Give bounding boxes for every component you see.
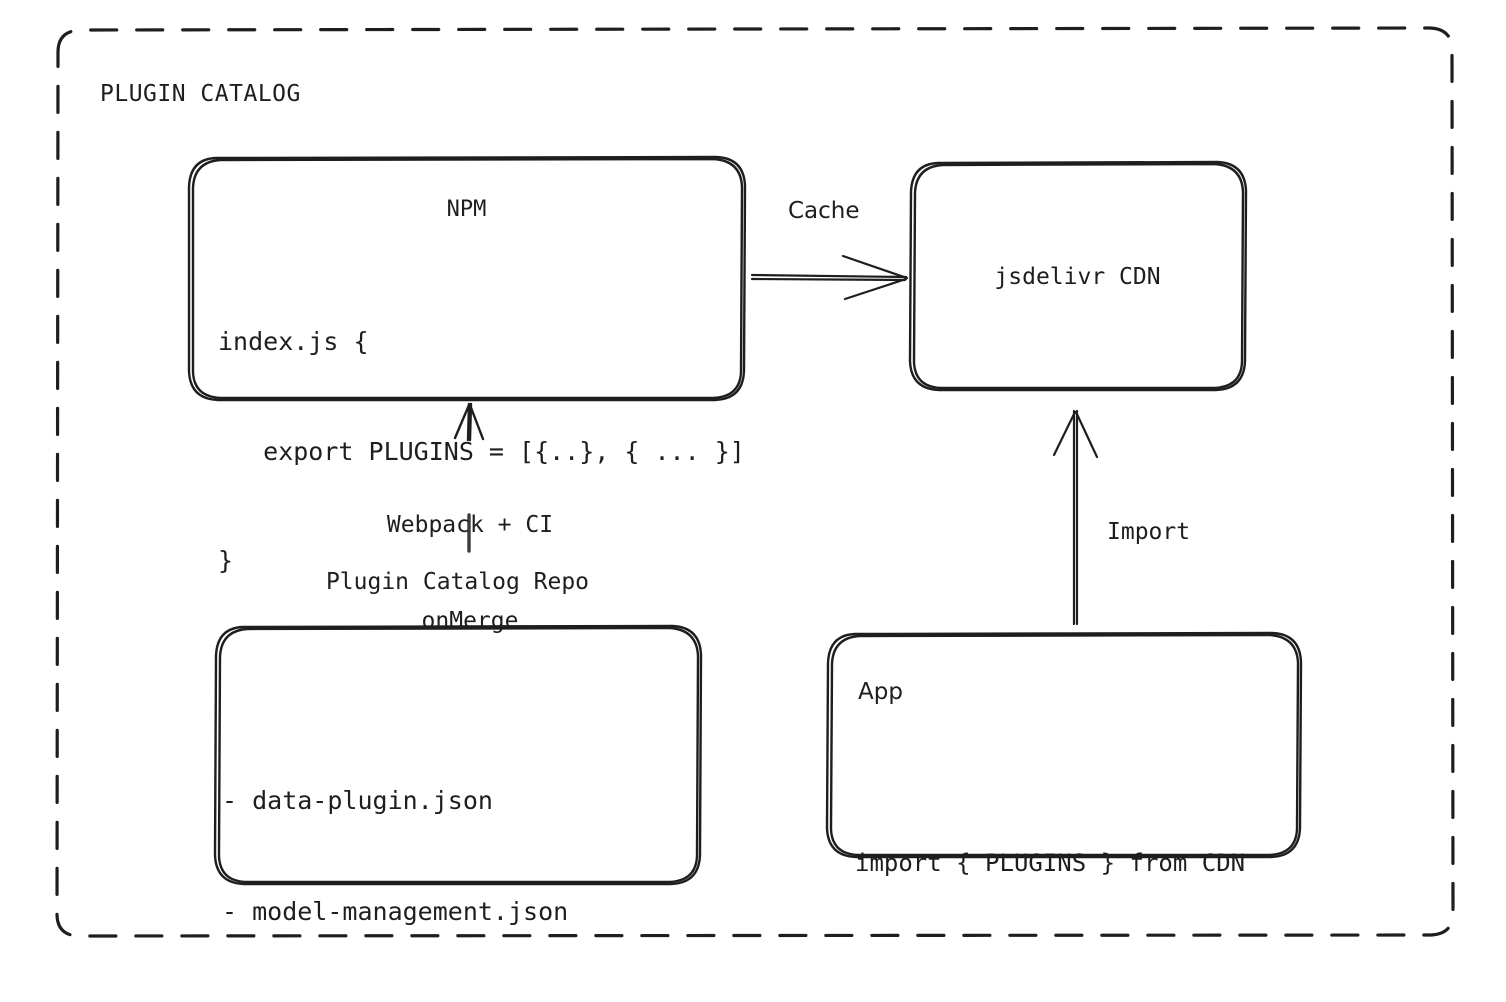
npm-code-line-2: export PLUGINS = [{..}, { ... }]: [218, 436, 745, 466]
plugin-catalog-group-border: [55, 26, 1455, 938]
npm-node-title: NPM: [446, 197, 487, 222]
import-arrow: [1052, 409, 1099, 626]
build-arrow: [453, 402, 485, 553]
repo-node-shape: [213, 624, 703, 886]
app-code-block: import { PLUGINS } from CDN PLUGINS.forE…: [855, 735, 1245, 1002]
app-code-line-2: PLUGINS.forEach {}: [855, 993, 1245, 1002]
cache-arrow: [750, 254, 909, 301]
app-node-shape: [825, 631, 1303, 859]
npm-node-shape: [187, 155, 747, 402]
repo-file-list: - data-plugin.json - model-management.js…: [222, 708, 568, 1002]
app-code-line-1: import { PLUGINS } from CDN: [855, 849, 1246, 878]
npm-code-block: index.js { export PLUGINS = [{..}, { ...…: [218, 251, 745, 653]
cdn-node-shape: [908, 160, 1248, 392]
repo-node-caption: Plugin Catalog Repo: [325, 569, 590, 595]
npm-code-line-3: }: [218, 546, 234, 575]
import-edge-label: Import: [1107, 519, 1191, 545]
build-edge-label: Webpack + CI onMerge: [320, 447, 620, 701]
build-edge-label-line-1: Webpack + CI: [386, 512, 554, 539]
group-title: PLUGIN CATALOG: [100, 81, 301, 107]
cdn-node-title: jsdelivr CDN: [994, 264, 1161, 290]
repo-file-item: - model-management.json: [222, 897, 569, 926]
build-edge-label-line-2: onMerge: [421, 607, 519, 634]
npm-code-line-1: index.js {: [218, 327, 369, 356]
cache-edge-label: Cache: [788, 198, 860, 224]
repo-file-item: - data-plugin.json: [222, 786, 493, 815]
app-node-title: App: [858, 679, 903, 705]
